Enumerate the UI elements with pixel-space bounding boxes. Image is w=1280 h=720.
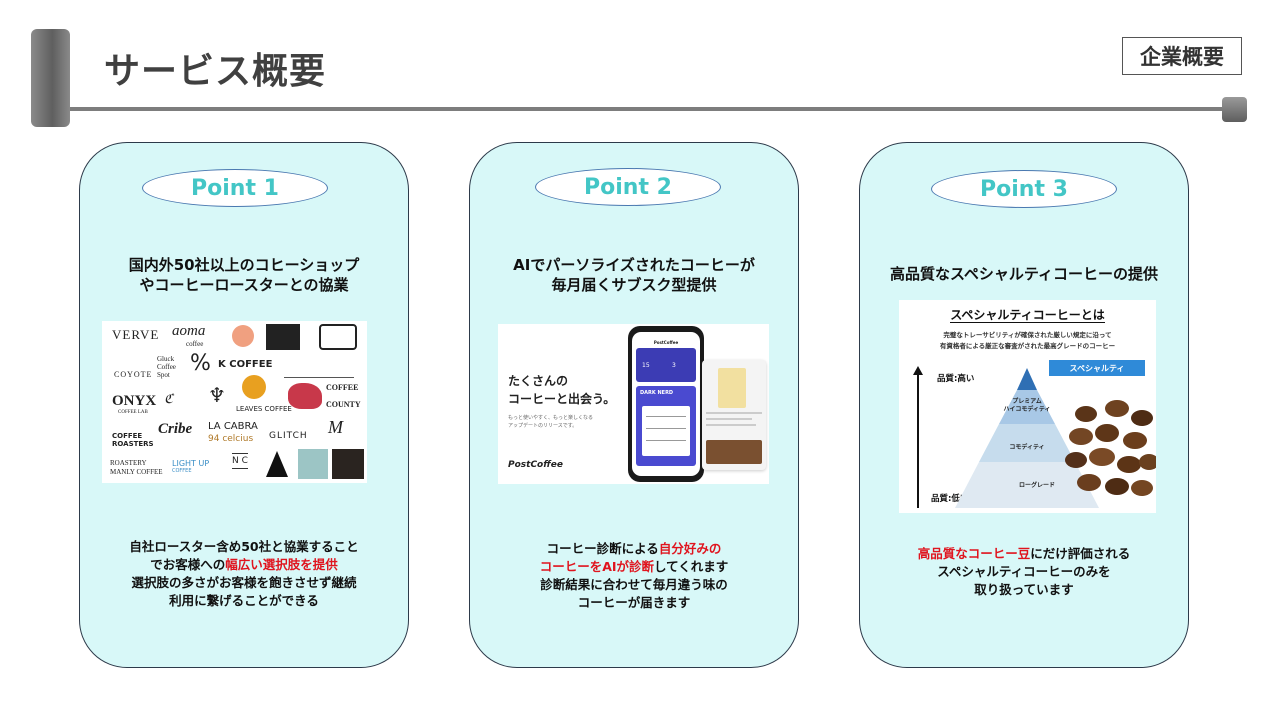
product-card xyxy=(702,360,766,470)
header-accent-bar xyxy=(31,29,70,127)
app-promo-image: たくさんの コーヒーと出会う。 もっと使いやすく、もっと楽しくなる アップデート… xyxy=(498,324,769,484)
specialty-coffee-diagram: スペシャルティコーヒーとは 完璧なトレーサビリティが確保された厳しい規定に沿って… xyxy=(899,300,1156,513)
logo-94-celcius: 94 celcius xyxy=(208,434,254,444)
pyramid-graphic xyxy=(955,368,1099,508)
point-1-label: Point 1 xyxy=(142,169,328,207)
coffee-bag xyxy=(718,368,746,408)
phone-mockup: PostCoffee 15 3 DARK NERD xyxy=(628,326,704,482)
quality-axis xyxy=(917,372,919,508)
commodity-tier-label: コモディティ xyxy=(1009,444,1045,451)
logo-teal-square xyxy=(298,449,328,479)
logo-aoma: aoma xyxy=(172,323,206,339)
logo-glitch: GLITCH xyxy=(269,431,308,441)
logo-yellow-circle xyxy=(242,375,266,399)
logo-bear xyxy=(288,383,322,409)
quality-low-label: 品質:低い xyxy=(931,494,969,504)
header-divider-end xyxy=(1222,97,1247,122)
logo-verve: VERVE xyxy=(112,327,160,342)
diagram-description: 完璧なトレーサビリティが確保された厳しい規定に沿って 有資格者による厳正な審査が… xyxy=(939,331,1116,350)
postcoffee-logo: PostCoffee xyxy=(508,460,563,470)
logo-cribe: Cribe xyxy=(158,421,193,437)
eagle-icon: ♆ xyxy=(208,383,226,407)
logo-nc: N C xyxy=(232,453,248,469)
coffee-beans-image xyxy=(1065,396,1156,513)
logo-light-up: LIGHT UP COFFEE xyxy=(172,459,210,474)
percent-icon: % xyxy=(190,351,211,376)
specialty-tier-label: スペシャルティ xyxy=(1049,360,1145,376)
logo-circle-orange xyxy=(232,325,254,347)
logo-kcoffee: K COFFEE xyxy=(218,359,273,370)
logo-coffee-county: COFFEE COUNTY xyxy=(326,383,361,409)
logo-leaves: LEAVES COFFEE xyxy=(236,405,292,413)
page-title: サービス概要 xyxy=(104,51,327,92)
logo-script xyxy=(284,355,354,378)
point-2-label: Point 2 xyxy=(535,168,721,206)
low-grade-tier-label: ローグレード xyxy=(1018,482,1055,489)
logo-black-square xyxy=(266,324,300,350)
app-headline: たくさんの コーヒーと出会う。 xyxy=(508,374,616,406)
logo-script-coffee: ℭ xyxy=(164,391,174,406)
header-divider xyxy=(70,107,1226,111)
point-1-description: 自社ロースター含め50社と協業すること でお客様への幅広い選択肢を提供 選択肢の… xyxy=(129,539,359,608)
arrow-up-icon xyxy=(913,366,923,375)
app-subcopy: もっと使いやすく、もっと楽しくなる アップデートのリリースです。 xyxy=(508,415,594,429)
logo-triangle xyxy=(266,451,288,477)
premium-tier-label: プレミアム ハイコモディティ xyxy=(1003,398,1051,413)
phone-flavor-panel: DARK NERD xyxy=(636,386,696,466)
logo-script-m: M xyxy=(328,417,343,437)
logo-la-cabra: LA CABRA xyxy=(208,421,258,432)
logo-badge xyxy=(319,324,357,350)
logo-dark-square xyxy=(332,449,364,479)
point-3-label: Point 3 xyxy=(931,170,1117,208)
quality-high-label: 品質:高い xyxy=(937,374,975,384)
diagram-title: スペシャルティコーヒーとは xyxy=(950,308,1105,323)
point-3-description: 高品質なコーヒー豆にだけ評価される スペシャルティコーヒーのみを 取り扱っていま… xyxy=(917,546,1131,597)
phone-stats-panel: 15 3 xyxy=(636,348,696,382)
point-2-title: AIでパーソライズされたコーヒーが 毎月届くサブスク型提供 xyxy=(513,256,755,294)
coffee-beans xyxy=(706,440,762,464)
logo-coyote: COYOTE xyxy=(114,370,153,379)
logo-onyx: ONYX xyxy=(112,393,157,409)
point-1-title: 国内外50社以上のコヒーショップ やコーヒーロースターとの協業 xyxy=(128,256,360,294)
point-3-title: 高品質なスペシャルティコーヒーの提供 xyxy=(889,265,1159,283)
point-2-description: コーヒー診断による自分好みの コーヒーをAIが診断してくれます 診断結果に合わせ… xyxy=(539,541,729,610)
corporate-overview-button[interactable]: 企業概要 xyxy=(1122,37,1242,75)
